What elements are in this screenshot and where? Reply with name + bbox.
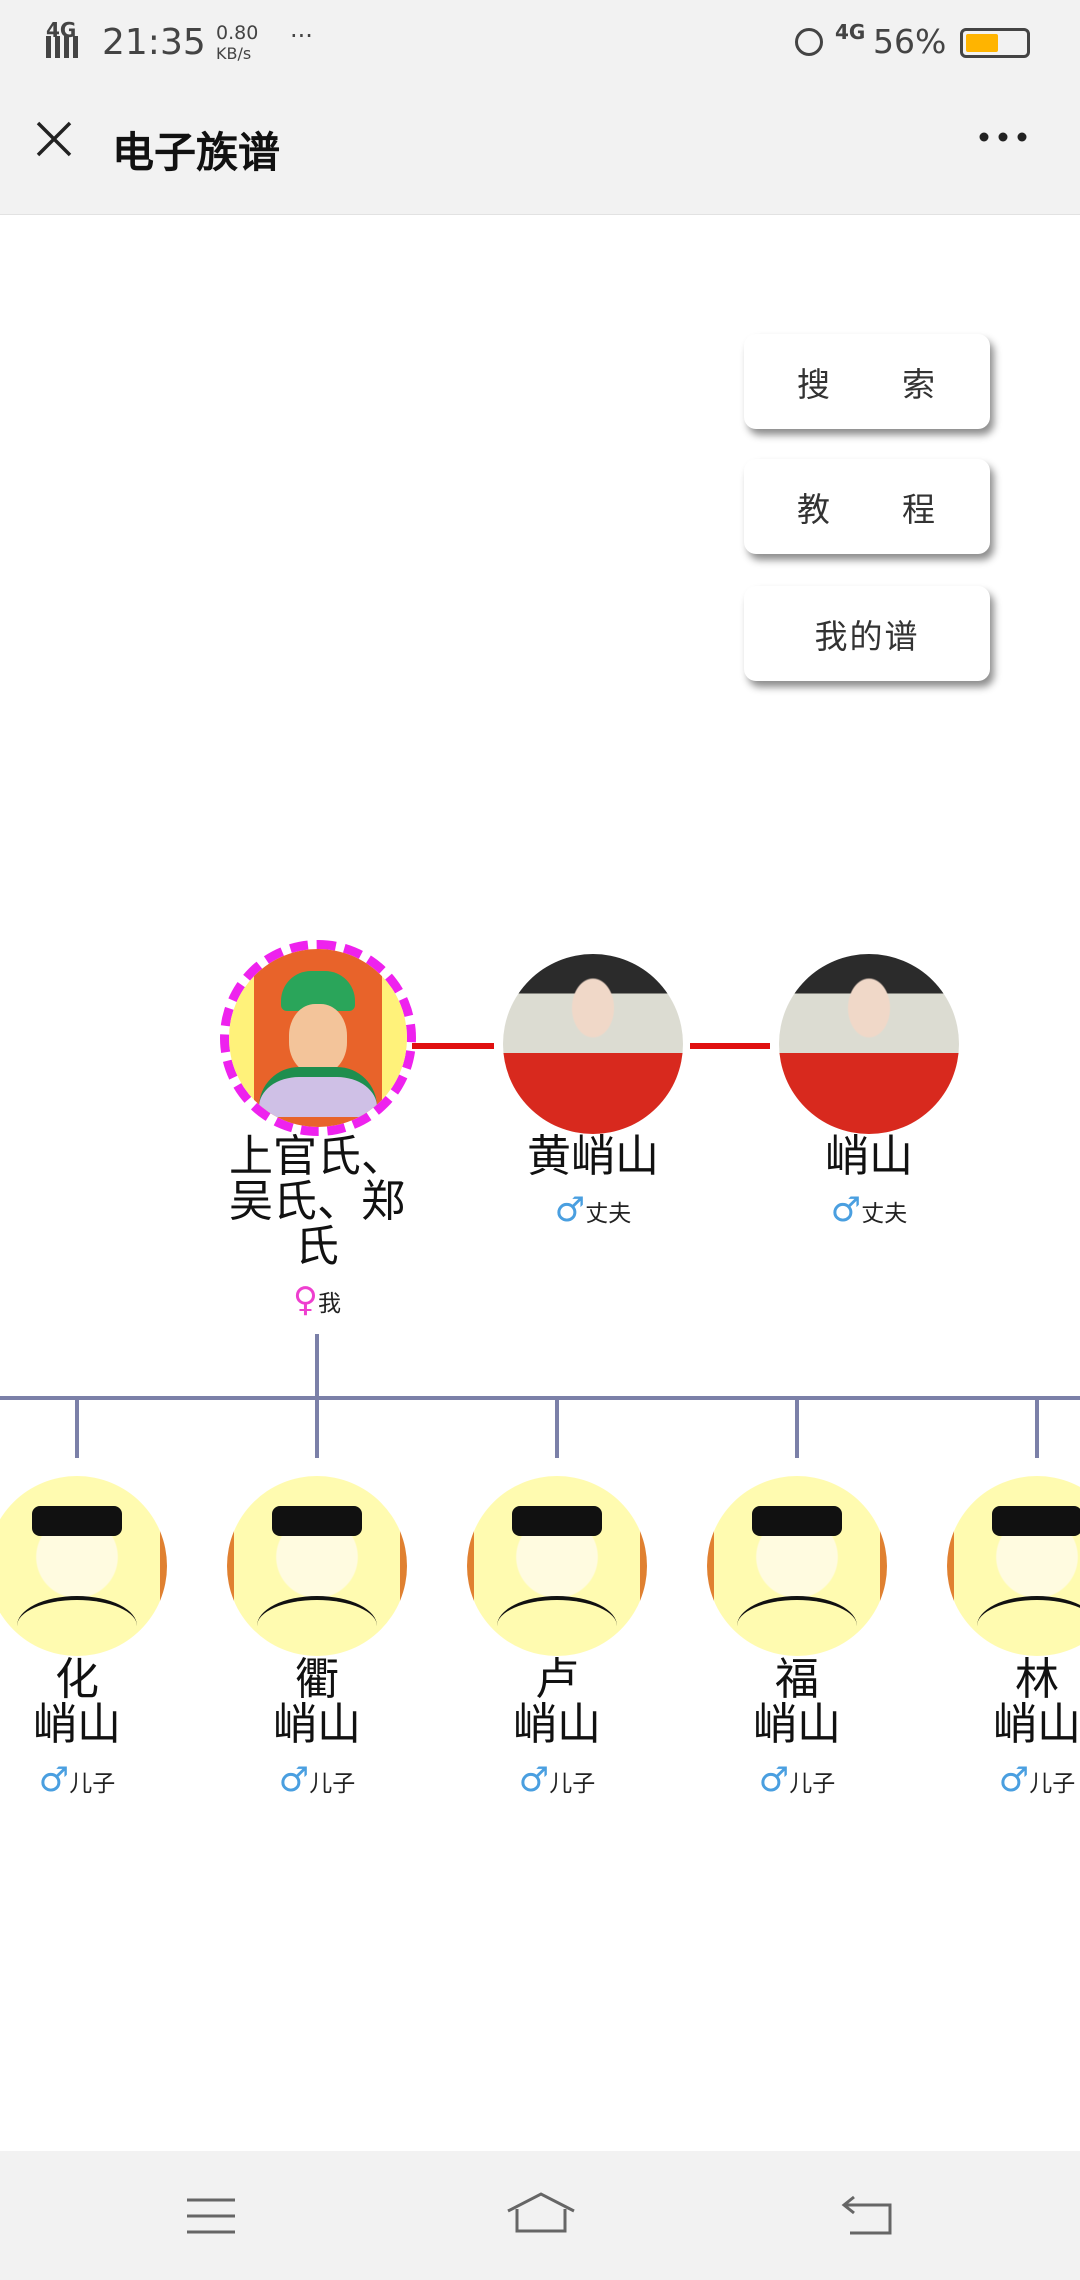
child-name-line: 林 [1015,1654,1059,1705]
relation-label: 儿子 [789,1771,836,1797]
spouse-relation: ♂丈夫 [493,1190,693,1230]
relation-label: 丈夫 [861,1201,908,1227]
more-notifications-icon: ··· [290,22,313,50]
male-icon: ♂ [278,1760,310,1800]
tree-connector [0,1396,1080,1400]
self-name-line: 吴氏、郑 [229,1176,405,1227]
child-name[interactable]: 福峭山 [687,1657,907,1747]
child-relation: ♂儿子 [0,1760,177,1800]
spouse-line [412,1043,494,1049]
self-name[interactable]: 上官氏、 吴氏、郑 氏 [207,1134,427,1269]
app-header: 电子族谱 [0,75,1080,215]
spouse-portrait[interactable] [779,954,959,1134]
relation-label: 丈夫 [585,1201,632,1227]
self-name-line: 上官氏、 [229,1131,405,1182]
male-icon: ♂ [758,1760,790,1800]
relation-label: 我 [317,1291,341,1317]
close-icon[interactable] [30,115,78,163]
tutorial-button[interactable]: 教 程 [744,459,990,554]
spouse-name[interactable]: 峭山 [825,1131,913,1182]
child-name-line: 峭山 [753,1699,841,1750]
male-icon: ♂ [518,1760,550,1800]
male-icon: ♂ [38,1760,70,1800]
child-relation: ♂儿子 [937,1760,1080,1800]
child-portrait[interactable] [0,1476,167,1656]
child-relation: ♂儿子 [457,1760,657,1800]
self-portrait[interactable] [229,949,407,1127]
system-nav-bar [0,2151,1080,2280]
spouse-name[interactable]: 黄峭山 [527,1131,659,1182]
my-tree-button[interactable]: 我的谱 [744,586,990,681]
signal-icon [46,36,84,58]
battery-icon [960,28,1030,58]
child-relation: ♂儿子 [697,1760,897,1800]
child-name-line: 化 [55,1654,99,1705]
back-icon[interactable] [840,2193,896,2241]
child-name[interactable]: 化峭山 [0,1657,187,1747]
tree-connector [75,1398,79,1458]
child-name-line: 卢 [535,1654,579,1705]
child-portrait[interactable] [227,1476,407,1656]
child-portrait[interactable] [467,1476,647,1656]
child-name-line: 峭山 [993,1699,1080,1750]
child-portrait[interactable] [707,1476,887,1656]
status-bar: 4G 21:35 0.80 KB/s ··· 4G 56% [0,0,1080,75]
relation-label: 儿子 [309,1771,356,1797]
self-highlight-ring [220,940,416,1136]
page-title: 电子族谱 [112,128,281,177]
child-name-line: 峭山 [273,1699,361,1750]
child-relation: ♂儿子 [217,1760,417,1800]
alarm-icon [795,28,823,56]
child-name-line: 峭山 [513,1699,601,1750]
self-relation: ♀我 [217,1280,417,1320]
home-icon[interactable] [505,2191,577,2239]
child-name-line: 福 [775,1654,819,1705]
spouse-portrait[interactable] [503,954,683,1134]
net-speed: 0.80 [216,22,259,44]
battery-percent: 56% [873,22,947,61]
search-button[interactable]: 搜 索 [744,334,990,429]
tree-connector [315,1334,319,1398]
spouse-relation: ♂丈夫 [769,1190,969,1230]
female-icon: ♀ [293,1280,318,1320]
male-icon: ♂ [830,1190,862,1230]
child-name[interactable]: 林峭山 [927,1657,1080,1747]
clock-time: 21:35 [102,22,206,63]
child-name[interactable]: 卢峭山 [447,1657,667,1747]
tree-connector [555,1398,559,1458]
more-icon[interactable] [978,127,1028,147]
male-icon: ♂ [554,1190,586,1230]
network-type-right: 4G [835,20,866,44]
male-icon: ♂ [998,1760,1030,1800]
child-name-line: 衢 [295,1654,339,1705]
child-portrait[interactable] [947,1476,1080,1656]
relation-label: 儿子 [69,1771,116,1797]
menu-icon[interactable] [185,2196,237,2240]
child-name-line: 峭山 [33,1699,121,1750]
tree-connector [315,1398,319,1458]
tree-connector [795,1398,799,1458]
self-name-line: 氏 [295,1221,339,1272]
spouse-line [690,1043,770,1049]
relation-label: 儿子 [549,1771,596,1797]
relation-label: 儿子 [1029,1771,1076,1797]
net-speed-unit: KB/s [216,44,252,63]
tree-connector [1035,1398,1039,1458]
child-name[interactable]: 衢峭山 [207,1657,427,1747]
